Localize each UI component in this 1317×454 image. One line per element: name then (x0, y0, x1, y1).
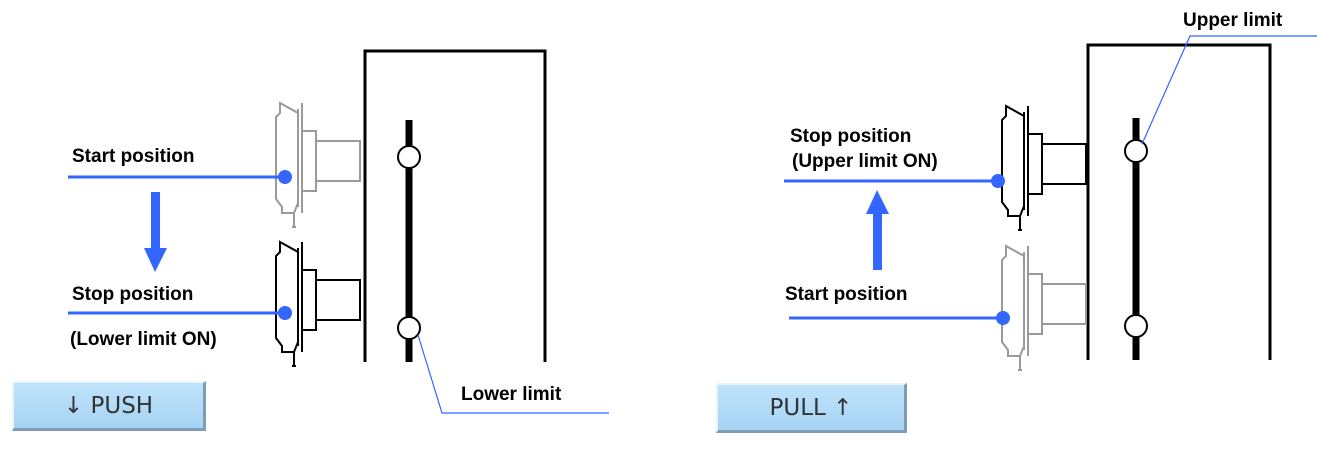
upper-knob-right (1124, 139, 1148, 163)
upper-knob-left (397, 145, 421, 169)
device-start-ghost-right (1001, 245, 1087, 371)
stop-sub-label-left: (Lower limit ON) (70, 329, 217, 350)
left-panel: Start position Stop position (Lower limi… (68, 49, 609, 414)
stop-pointer-dot-left (278, 306, 292, 320)
stop-sub-label-right: (Upper limit ON) (792, 151, 938, 172)
door-frame-right (1086, 43, 1272, 360)
start-label-right: Start position (785, 284, 907, 305)
upper-limit-label: Upper limit (1183, 10, 1283, 31)
down-arrow (144, 192, 167, 272)
lower-limit-label: Lower limit (461, 384, 562, 405)
right-panel: Upper limit Stop position (Upper limit O… (784, 10, 1317, 371)
pull-button[interactable]: PULL ↑ (716, 383, 907, 433)
lower-knob-right (1124, 314, 1148, 338)
start-pointer-dot-left (278, 170, 292, 184)
stop-label-left: Stop position (72, 284, 193, 305)
door-frame-left (363, 49, 547, 362)
start-pointer-dot-right (996, 311, 1010, 325)
device-stop-right (1001, 105, 1087, 231)
stop-label-right: Stop position (790, 126, 911, 147)
stop-pointer-dot-right (991, 174, 1005, 188)
upper-limit-callout-line (1141, 35, 1317, 145)
up-arrow (866, 190, 889, 270)
device-stop (275, 241, 361, 367)
start-label-left: Start position (72, 146, 194, 167)
lower-knob-left (397, 316, 421, 340)
device-start-ghost (275, 102, 361, 228)
lower-limit-callout-line (417, 334, 609, 414)
push-button[interactable]: ↓ PUSH (12, 381, 206, 431)
